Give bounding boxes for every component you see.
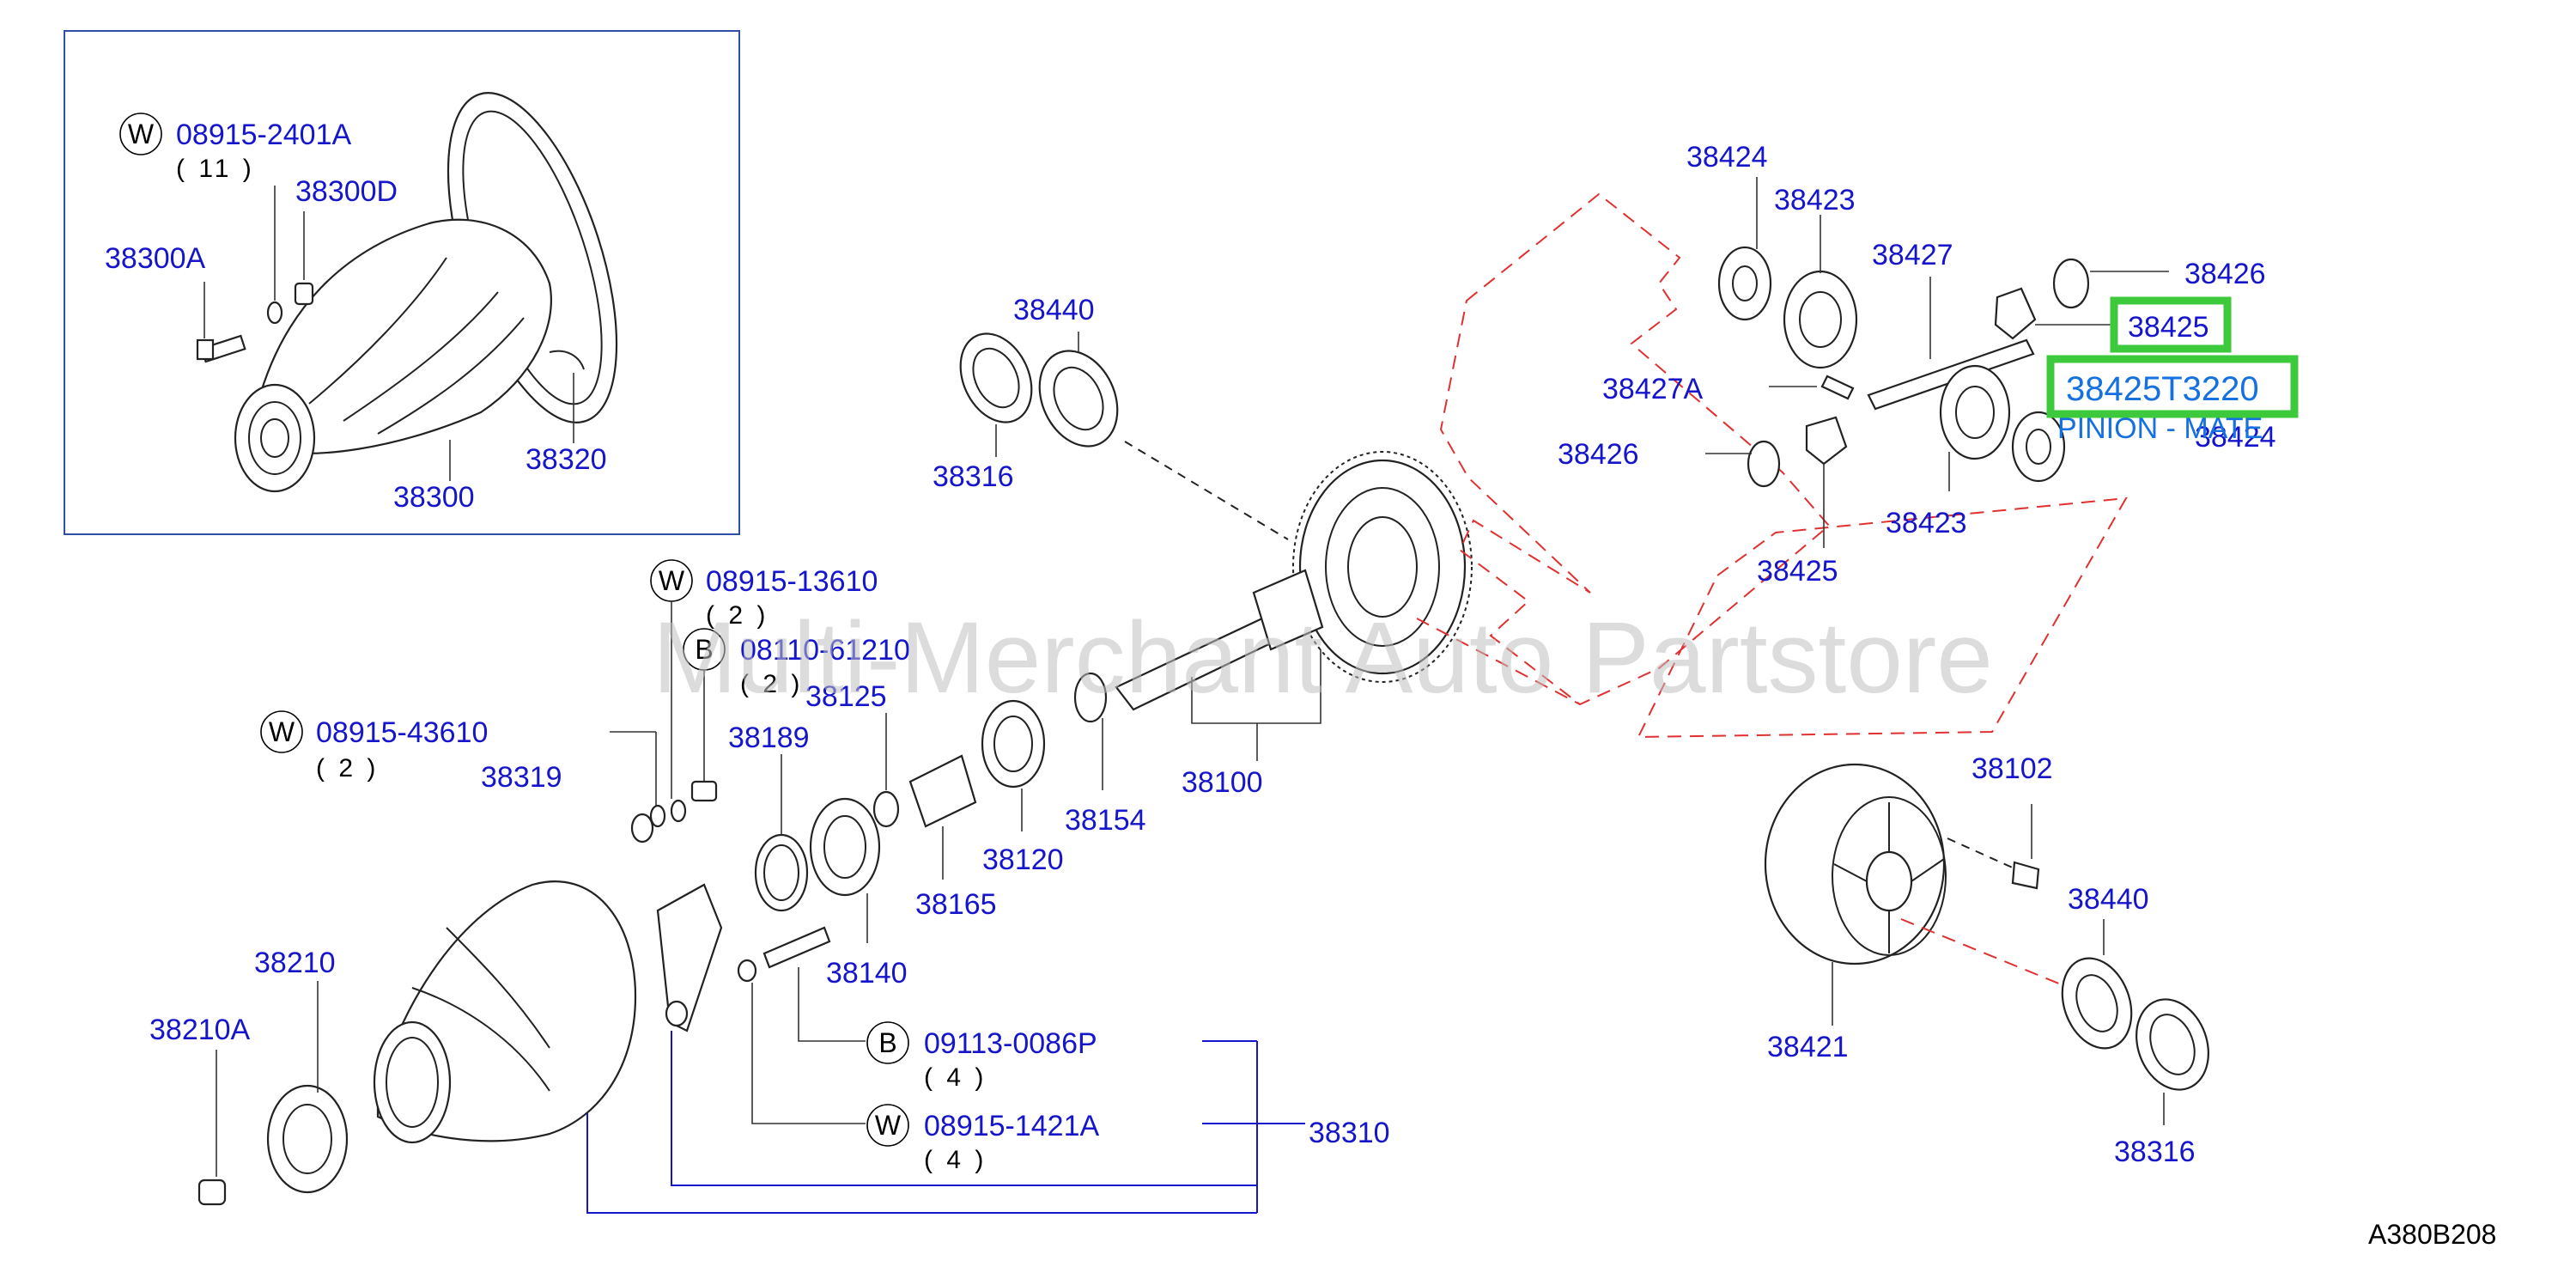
svg-text:W: W: [659, 565, 685, 596]
carrier-assembly-drawing: [196, 92, 618, 493]
w-marker-08915-1421A: W: [866, 1104, 909, 1147]
part-label-08915-2401A[interactable]: 08915-2401A: [176, 119, 352, 151]
differential-case-38421: [1764, 763, 2070, 1026]
part-label-38316[interactable]: 38316: [933, 460, 1014, 493]
part-label-38424[interactable]: 38424: [1686, 141, 1768, 174]
svg-text:B: B: [878, 1027, 896, 1058]
part-label-38189[interactable]: 38189: [728, 722, 810, 754]
part-label-09113-0086P[interactable]: 09113-0086P: [924, 1027, 1097, 1060]
part-label-38210A[interactable]: 38210A: [149, 1014, 251, 1046]
qty-label: ( 4 ): [924, 1146, 987, 1174]
bearing-38440-bottom: [2061, 919, 2209, 1125]
part-label-38316[interactable]: 38316: [2114, 1136, 2196, 1168]
highlighted-full-part-number[interactable]: 38425T3220: [2066, 370, 2259, 408]
svg-text:W: W: [128, 119, 155, 149]
svg-text:W: W: [875, 1110, 902, 1141]
part-label-38140[interactable]: 38140: [826, 957, 908, 990]
highlight-box-38425: [2110, 296, 2232, 353]
part-label-38300D[interactable]: 38300D: [295, 175, 398, 208]
case-leader-lines: [586, 967, 1305, 1214]
part-label-38102[interactable]: 38102: [1971, 752, 2053, 785]
part-label-38120[interactable]: 38120: [982, 844, 1064, 876]
ring-gear-38100: [1115, 451, 1473, 711]
carrier-assembly-inset: [64, 30, 740, 535]
part-label-38300A[interactable]: 38300A: [105, 242, 206, 275]
w-marker-08915-2401A: W: [119, 113, 162, 155]
qty-label: ( 2 ): [740, 670, 803, 698]
part-label-38319[interactable]: 38319: [481, 761, 562, 794]
part-label-38300[interactable]: 38300: [393, 481, 475, 514]
part-label-38440[interactable]: 38440: [1013, 294, 1095, 326]
part-label-38427[interactable]: 38427: [1872, 239, 1953, 271]
part-label-38424[interactable]: 38424: [2195, 421, 2276, 454]
part-label-38427A[interactable]: 38427A: [1602, 373, 1704, 405]
b-marker-08110-61210: B: [683, 628, 726, 671]
highlighted-part-label-38425[interactable]: 38425: [2128, 311, 2209, 344]
part-label-38100[interactable]: 38100: [1182, 766, 1263, 799]
w-marker-08915-13610: W: [650, 559, 693, 602]
highlight-box-part-number: [2046, 355, 2299, 418]
part-label-38440[interactable]: 38440: [2068, 883, 2149, 916]
watermark: Multi-Merchant Auto Partstore: [653, 601, 1993, 715]
part-label-38423[interactable]: 38423: [1886, 507, 1967, 539]
red-dashed-group-pinion-mate: [1439, 192, 1831, 706]
part-label-38421[interactable]: 38421: [1767, 1031, 1849, 1063]
qty-label: ( 2 ): [706, 601, 769, 630]
part-label-08915-43610[interactable]: 08915-43610: [316, 716, 488, 749]
part-label-38426[interactable]: 38426: [2184, 258, 2266, 290]
part-label-08915-13610[interactable]: 08915-13610: [706, 565, 878, 598]
part-label-08915-1421A[interactable]: 08915-1421A: [924, 1110, 1100, 1142]
qty-label: ( 4 ): [924, 1063, 987, 1092]
w-marker-08915-43610: W: [260, 710, 303, 753]
part-label-38423[interactable]: 38423: [1774, 184, 1856, 216]
svg-text:B: B: [695, 634, 713, 665]
front-small-parts: [610, 601, 1108, 943]
part-label-38426[interactable]: 38426: [1558, 438, 1639, 471]
b-marker-09113-0086P: B: [866, 1021, 909, 1064]
gear-carrier-case: [197, 880, 831, 1206]
inset-leader-lines: [204, 186, 574, 481]
qty-label: ( 2 ): [316, 754, 379, 783]
qty-label: ( 11 ): [176, 155, 255, 183]
part-label-38425[interactable]: 38425: [1757, 555, 1838, 588]
part-label-38125[interactable]: 38125: [805, 680, 887, 713]
diagram-code: A380B208: [2368, 1219, 2496, 1250]
diff-gears-exploded: [1705, 177, 2169, 548]
part-label-38165[interactable]: 38165: [915, 888, 997, 921]
part-label-38310[interactable]: 38310: [1309, 1117, 1390, 1149]
bearing-38440-top: [959, 332, 1119, 448]
svg-text:W: W: [269, 716, 295, 747]
part-label-38320[interactable]: 38320: [526, 443, 607, 476]
part-label-38154[interactable]: 38154: [1065, 804, 1146, 837]
part-label-38210[interactable]: 38210: [254, 947, 336, 979]
part-label-08110-61210[interactable]: 08110-61210: [740, 634, 910, 667]
highlighted-part-description: PINION - MATE: [2057, 412, 2263, 445]
red-dashed-group-case: [1637, 496, 2128, 739]
